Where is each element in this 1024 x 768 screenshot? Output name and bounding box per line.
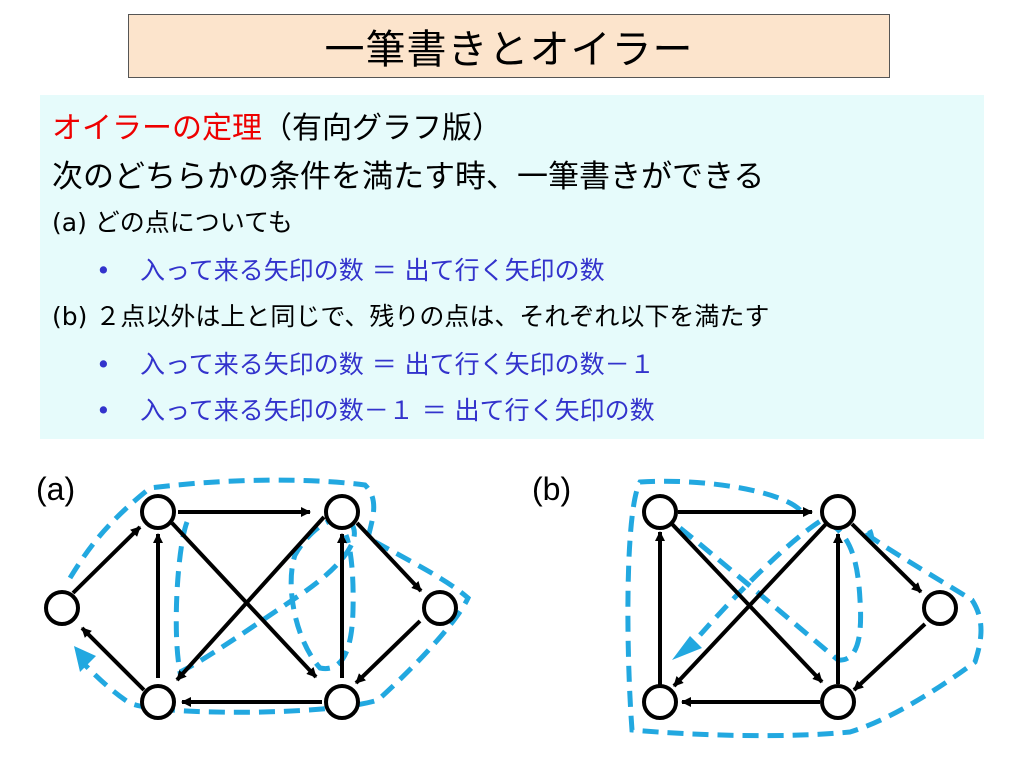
node-b-right bbox=[922, 590, 958, 626]
case-b-bullet-2-text: 入って来る矢印の数－１ ＝ 出て行く矢印の数 bbox=[140, 396, 655, 425]
figure-b-path bbox=[625, 478, 984, 739]
bullet-dot: • bbox=[96, 350, 111, 379]
case-a-bullet: • 入って来る矢印の数 ＝ 出て行く矢印の数 bbox=[96, 251, 605, 287]
theorem-heading: オイラーの定理（有向グラフ版） bbox=[52, 103, 502, 147]
slide-title: 一筆書きとオイラー bbox=[128, 14, 890, 78]
figure-b-edges bbox=[655, 507, 927, 707]
theorem-name: オイラーの定理 bbox=[52, 111, 262, 146]
case-b: (b) ２点以外は上と同じで、残りの点は、それぞれ以下を満たす bbox=[52, 297, 769, 333]
bullet-dot: • bbox=[96, 396, 111, 425]
graph-figures: (a) (b) bbox=[36, 471, 984, 739]
case-a-text: どの点についても bbox=[94, 208, 293, 237]
figure-a-edges bbox=[71, 507, 423, 707]
case-b-text: ２点以外は上と同じで、残りの点は、それぞれ以下を満たす bbox=[95, 302, 770, 331]
figure-a-nodes bbox=[44, 494, 458, 720]
case-b-bullet-1: • 入って来る矢印の数 ＝ 出て行く矢印の数－１ bbox=[96, 345, 655, 381]
case-b-label: (b) bbox=[52, 302, 88, 331]
node-b-bottom-right bbox=[820, 684, 856, 720]
bullet-dot: • bbox=[96, 256, 111, 285]
theorem-panel: オイラーの定理（有向グラフ版） 次のどちらかの条件を満たす時、一筆書きができる … bbox=[40, 95, 984, 439]
theorem-statement: 次のどちらかの条件を満たす時、一筆書きができる bbox=[52, 159, 765, 195]
node-a-left bbox=[44, 590, 80, 626]
case-a-label: (a) bbox=[52, 208, 87, 237]
figure-b-label: (b) bbox=[532, 471, 571, 507]
figure-b-nodes bbox=[642, 494, 958, 720]
node-b-top-right bbox=[820, 494, 856, 530]
theorem-qualifier: （有向グラフ版） bbox=[262, 111, 502, 146]
node-a-bottom-left bbox=[140, 684, 176, 720]
case-a-bullet-text: 入って来る矢印の数 ＝ 出て行く矢印の数 bbox=[140, 256, 605, 285]
node-b-bottom-left bbox=[642, 684, 678, 720]
case-b-bullet-2: • 入って来る矢印の数－１ ＝ 出て行く矢印の数 bbox=[96, 391, 655, 427]
node-a-top-left bbox=[140, 494, 176, 530]
node-a-bottom-right bbox=[324, 684, 360, 720]
node-b-top-left bbox=[642, 494, 678, 530]
case-a: (a) どの点についても bbox=[52, 203, 293, 239]
figure-a-label: (a) bbox=[36, 471, 75, 507]
case-b-bullet-1-text: 入って来る矢印の数 ＝ 出て行く矢印の数－１ bbox=[140, 350, 655, 379]
node-a-right bbox=[422, 590, 458, 626]
node-a-top-right bbox=[324, 494, 360, 530]
